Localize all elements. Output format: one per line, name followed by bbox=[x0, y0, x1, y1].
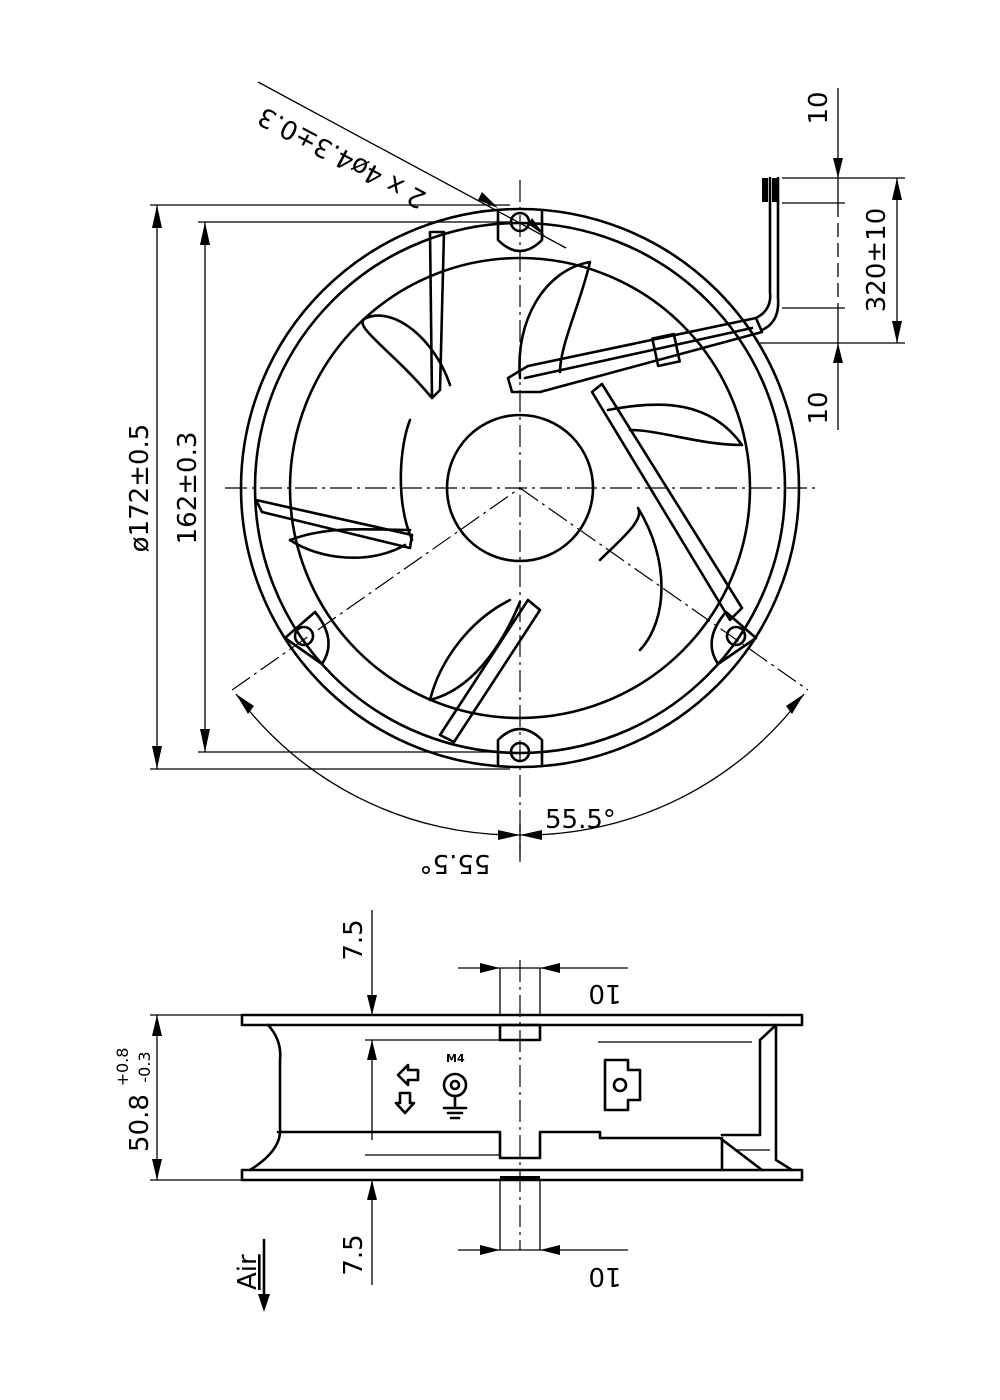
left-angle-line bbox=[231, 487, 521, 691]
left-body-contour bbox=[248, 1023, 282, 1172]
blade-4 bbox=[598, 506, 663, 652]
motor-hub bbox=[445, 413, 595, 563]
blade-2 bbox=[518, 260, 592, 380]
flange-thickness-dimensions: 7.5 7.5 bbox=[339, 910, 500, 1285]
boss-width-dimensions: 10 10 bbox=[458, 963, 628, 1291]
lead-channel-body bbox=[506, 316, 764, 394]
height-main-label: 50.8 bbox=[125, 1094, 155, 1152]
outer-housing-ring bbox=[239, 207, 801, 769]
mount-hole-left bbox=[283, 610, 330, 666]
blade-5 bbox=[428, 598, 522, 702]
lead-top-offset-label: 10 bbox=[804, 91, 834, 124]
spoke-left bbox=[254, 498, 414, 550]
lead-wire-end-2 bbox=[772, 178, 778, 202]
outer-diameter-label: ø172±0.5 bbox=[125, 424, 155, 553]
lead-dimensions: 10 320±10 10 bbox=[760, 88, 905, 430]
mount-hole-top bbox=[496, 210, 544, 253]
support-spokes bbox=[254, 230, 744, 744]
mount-hole-right bbox=[710, 610, 758, 666]
lead-wire-channel bbox=[506, 176, 780, 394]
rotation-arrow-icon bbox=[396, 1063, 420, 1087]
side-lead-clip bbox=[598, 1041, 752, 1112]
flange-top-thickness-label: 7.5 bbox=[339, 919, 369, 960]
diameter-dimensions: ø172±0.5 162±0.3 bbox=[125, 204, 510, 770]
spoke-bottom bbox=[438, 598, 542, 744]
blade-1 bbox=[361, 314, 452, 400]
height-tol-upper-label: +0.8 bbox=[113, 1048, 132, 1087]
airflow-indicator: Air bbox=[233, 1238, 270, 1312]
airflow-label: Air bbox=[233, 1254, 263, 1290]
mount-hole-bottom bbox=[496, 727, 544, 768]
ground-terminal: M4 bbox=[442, 1052, 468, 1120]
flange-bottom-thickness-label: 7.5 bbox=[339, 1234, 369, 1275]
lead-wire-inner bbox=[760, 176, 780, 332]
mounting-holes bbox=[283, 210, 758, 768]
mount-spacing-label: 162±0.3 bbox=[173, 432, 203, 545]
lead-clip bbox=[651, 332, 681, 368]
right-angle-line bbox=[519, 487, 809, 691]
angle-left-label: 55.5° bbox=[420, 848, 491, 878]
hole-callout: 2 x 4ø4.3±0.3 bbox=[253, 81, 567, 249]
top-flange bbox=[240, 1013, 804, 1027]
blade-edge bbox=[399, 418, 414, 542]
airflow-direction-arrow-icon bbox=[258, 1294, 270, 1312]
lead-channel-groove bbox=[523, 326, 754, 380]
height-tol-lower-label: -0.3 bbox=[135, 1051, 154, 1082]
lead-wire-outer bbox=[754, 176, 772, 320]
airflow-arrow-icon bbox=[394, 1091, 416, 1115]
front-view: ø172±0.5 162±0.3 2 x 4ø4.3±0.3 10 32 bbox=[125, 81, 905, 878]
right-body-edge bbox=[720, 1023, 778, 1137]
spoke-top-left bbox=[428, 230, 446, 400]
ground-thread-label: M4 bbox=[446, 1052, 465, 1065]
boss-bottom-width-label: 10 bbox=[588, 1261, 621, 1291]
venturi-ring bbox=[288, 256, 752, 720]
angle-right-label: 55.5° bbox=[545, 805, 616, 835]
boss-top-width-label: 10 bbox=[588, 978, 621, 1008]
right-outer-edge bbox=[774, 1023, 794, 1172]
lead-length-label: 320±10 bbox=[862, 208, 892, 313]
blade-6 bbox=[288, 527, 412, 560]
fan-blades bbox=[288, 260, 744, 702]
lower-body-edge bbox=[276, 1130, 764, 1172]
blade-3 bbox=[606, 403, 744, 447]
side-view: M4 50.8 +0.8 -0.3 bbox=[113, 910, 804, 1312]
height-dimension: 50.8 +0.8 -0.3 bbox=[113, 1014, 242, 1181]
angle-dimensions: 55.5° 55.5° bbox=[235, 693, 805, 878]
lead-bottom-offset-label: 10 bbox=[804, 391, 834, 424]
hole-callout-label: 2 x 4ø4.3±0.3 bbox=[253, 100, 431, 214]
lead-wire-end-1 bbox=[762, 178, 768, 202]
spoke-right bbox=[590, 382, 744, 622]
